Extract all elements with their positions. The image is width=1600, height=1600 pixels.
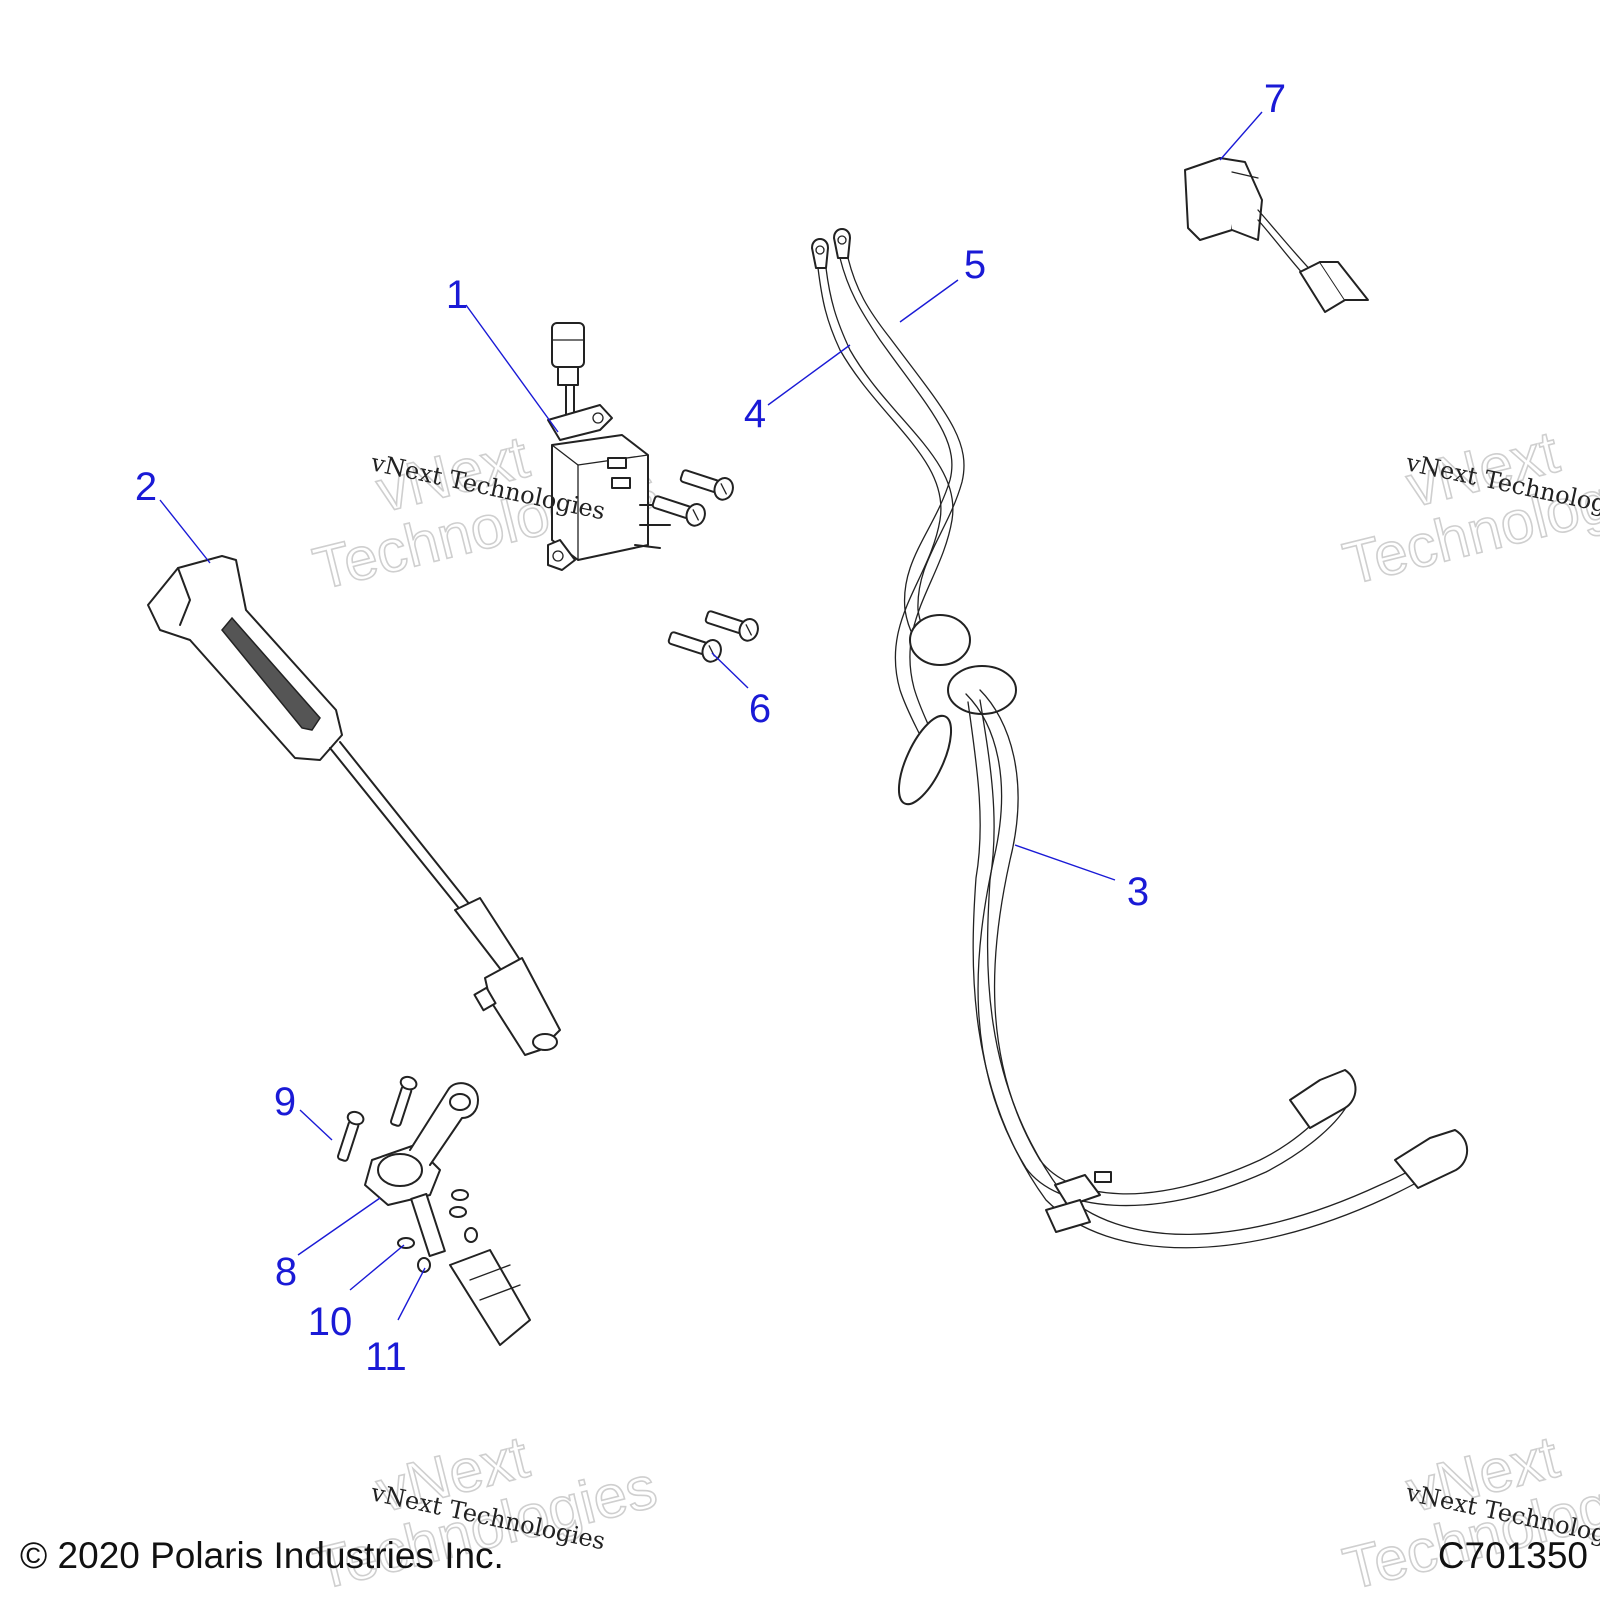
part-8-sensor — [364, 1082, 531, 1346]
leader-5 — [899, 279, 959, 323]
watermark-small: vNext Technologies vNext Technologies vN… — [368, 448, 1600, 1555]
leader-4 — [767, 344, 851, 406]
leader-1 — [465, 304, 559, 433]
callout-5: 5 — [964, 243, 986, 287]
callout-10: 10 — [308, 1300, 353, 1344]
callout-6: 6 — [749, 687, 771, 731]
leader-3 — [1014, 844, 1116, 881]
callout-4: 4 — [744, 392, 766, 436]
callout-3: 3 — [1127, 870, 1149, 914]
part-2-handle — [147, 555, 561, 1056]
footer: © 2020 Polaris Industries Inc. C701350 — [20, 1535, 1588, 1576]
leader-7 — [1219, 111, 1263, 161]
callout-9: 9 — [274, 1080, 296, 1124]
leader-8 — [297, 1197, 381, 1256]
part-7-adapter — [1184, 157, 1369, 313]
leader-10 — [349, 1244, 405, 1291]
callout-11: 11 — [365, 1335, 407, 1379]
callout-2: 2 — [135, 465, 157, 509]
leader-6 — [711, 652, 749, 689]
callout-8: 8 — [275, 1250, 297, 1294]
part-3-4-5-harness — [811, 228, 1469, 1249]
leader-2 — [159, 499, 211, 564]
callout-7: 7 — [1264, 77, 1286, 121]
leader-9 — [299, 1109, 333, 1141]
part-6-screws — [651, 469, 759, 663]
leader-lines — [159, 111, 1263, 1321]
callout-1: 1 — [446, 273, 468, 317]
callouts: 1 2 3 4 5 6 7 8 9 10 11 — [135, 77, 1286, 1379]
drawing-code: C701350 — [1438, 1535, 1588, 1576]
leader-11 — [397, 1267, 426, 1321]
copyright-text: © 2020 Polaris Industries Inc. — [20, 1535, 504, 1576]
part-1-switch — [547, 322, 671, 571]
part-9-10-11-fasteners — [337, 1075, 478, 1273]
